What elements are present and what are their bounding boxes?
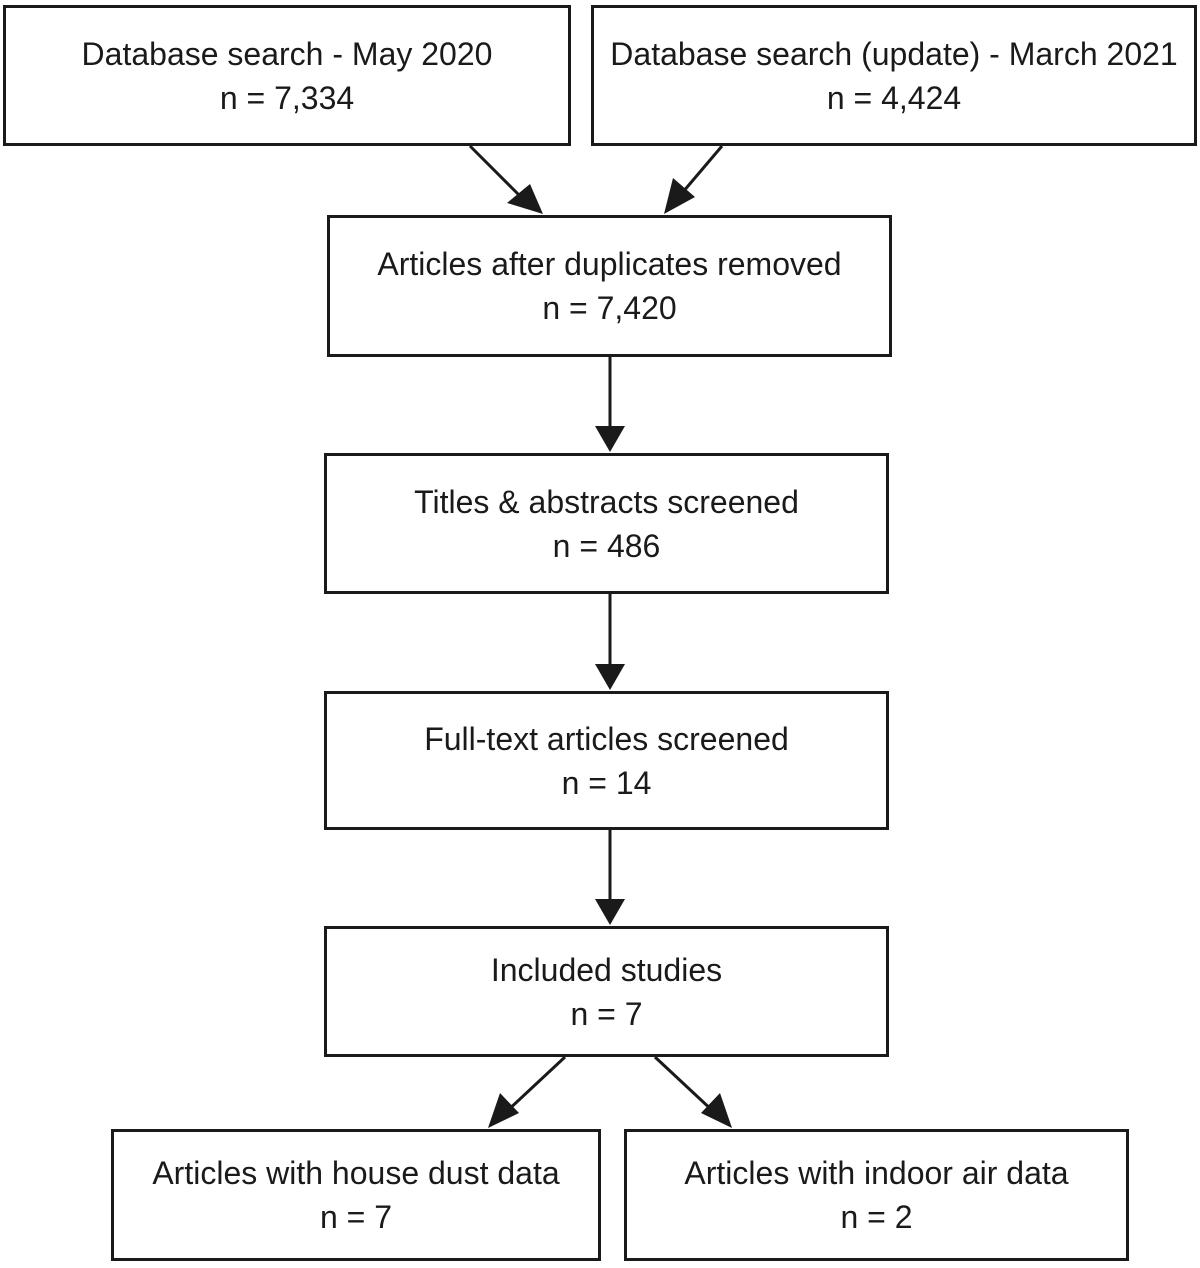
node-titles-abstracts: Titles & abstracts screened n = 486	[324, 453, 889, 594]
node-search-2021: Database search (update) - March 2021 n …	[591, 5, 1197, 146]
arrow-deduplicated-to-titles-abstracts	[595, 357, 625, 452]
node-count: n = 2	[840, 1199, 913, 1235]
node-count: n = 7,334	[219, 79, 355, 116]
node-title: Titles & abstracts screened	[414, 483, 799, 520]
arrow-titles-abstracts-to-full-text	[595, 594, 625, 690]
arrow-included-to-house-dust	[488, 1055, 567, 1128]
node-title: Database search - May 2020	[81, 35, 493, 72]
node-house-dust: Articles with house dust data n = 7	[111, 1129, 601, 1261]
arrow-search-2020-to-deduplicated	[468, 144, 543, 214]
node-deduplicated: Articles after duplicates removed n = 7,…	[327, 215, 892, 357]
node-search-2020: Database search - May 2020 n = 7,334	[3, 5, 571, 146]
node-title: Included studies	[490, 951, 723, 988]
node-count: n = 7	[319, 1199, 393, 1235]
node-title: Full-text articles screened	[424, 720, 789, 757]
arrow-full-text-to-included	[595, 830, 625, 925]
arrow-search-2021-to-deduplicated	[664, 145, 724, 214]
node-indoor-air: Articles with indoor air data n = 2	[624, 1129, 1129, 1261]
arrow-included-to-indoor-air	[653, 1055, 732, 1128]
node-full-text: Full-text articles screened n = 14	[324, 691, 889, 830]
node-count: n = 4,424	[826, 79, 962, 116]
node-count: n = 486	[552, 527, 661, 564]
node-title: Articles with house dust data	[152, 1155, 560, 1191]
node-count: n = 7,420	[542, 290, 677, 326]
node-included: Included studies n = 7	[324, 926, 889, 1057]
node-title: Articles after duplicates removed	[377, 246, 842, 282]
node-count: n = 7	[570, 995, 643, 1032]
node-title: Database search (update) - March 2021	[610, 35, 1178, 72]
node-title: Articles with indoor air data	[684, 1155, 1069, 1191]
node-count: n = 14	[561, 764, 652, 801]
